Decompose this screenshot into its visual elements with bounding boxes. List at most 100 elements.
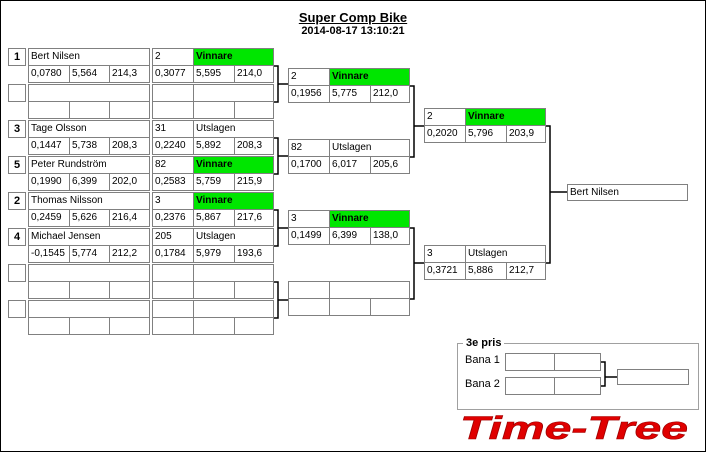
reaction-time[interactable]: 0,2020 — [424, 125, 466, 143]
reaction-time[interactable]: 0,1956 — [288, 85, 330, 103]
elapsed-time[interactable]: 5,775 — [329, 85, 371, 103]
heat-status[interactable] — [329, 281, 410, 299]
trap-speed[interactable]: 203,9 — [506, 125, 546, 143]
elapsed-time[interactable]: 5,738 — [69, 137, 110, 155]
car-number[interactable]: 82 — [152, 156, 194, 174]
car-number[interactable] — [152, 264, 194, 282]
elapsed-time[interactable]: 5,774 — [69, 245, 110, 263]
reaction-time[interactable] — [152, 281, 194, 299]
elapsed-time[interactable] — [193, 281, 235, 299]
car-number[interactable]: 3 — [152, 192, 194, 210]
trap-speed[interactable] — [109, 281, 150, 299]
car-number[interactable]: 2 — [424, 108, 466, 126]
trap-speed[interactable]: 205,6 — [370, 156, 410, 174]
trap-speed[interactable]: 216,4 — [109, 209, 150, 227]
reaction-time[interactable] — [28, 101, 70, 119]
car-number[interactable]: 3 — [288, 210, 330, 228]
reaction-time[interactable] — [28, 281, 70, 299]
entrant-name[interactable] — [28, 84, 150, 102]
elapsed-time[interactable]: 5,564 — [69, 65, 110, 83]
reaction-time[interactable] — [28, 317, 70, 335]
entrant-name[interactable]: Michael Jensen — [28, 228, 150, 246]
car-number[interactable]: 31 — [152, 120, 194, 138]
elapsed-time[interactable]: 5,595 — [193, 65, 235, 83]
trap-speed[interactable] — [234, 317, 274, 335]
reaction-time[interactable]: -0,1545 — [28, 245, 70, 263]
seed-box[interactable] — [8, 264, 26, 282]
trap-speed[interactable]: 212,2 — [109, 245, 150, 263]
heat-status[interactable]: Vinnare — [193, 156, 274, 174]
reaction-time[interactable]: 0,2240 — [152, 137, 194, 155]
elapsed-time[interactable]: 5,759 — [193, 173, 235, 191]
trap-speed[interactable]: 212,7 — [506, 262, 546, 280]
trap-speed[interactable] — [370, 298, 410, 316]
reaction-time[interactable]: 0,3721 — [424, 262, 466, 280]
trap-speed[interactable]: 138,0 — [370, 227, 410, 245]
entrant-name[interactable]: Bert Nilsen — [28, 48, 150, 66]
reaction-time[interactable]: 0,2376 — [152, 209, 194, 227]
trap-speed[interactable]: 193,6 — [234, 245, 274, 263]
elapsed-time[interactable]: 6,017 — [329, 156, 371, 174]
elapsed-time[interactable] — [193, 101, 235, 119]
heat-status[interactable]: Utslagen — [465, 245, 546, 263]
car-number[interactable]: 3 — [424, 245, 466, 263]
heat-status[interactable]: Vinnare — [193, 48, 274, 66]
third-place-winner-field[interactable] — [617, 369, 689, 385]
elapsed-time[interactable]: 5,979 — [193, 245, 235, 263]
reaction-time[interactable]: 0,2583 — [152, 173, 194, 191]
heat-status[interactable]: Utslagen — [329, 139, 410, 157]
trap-speed[interactable]: 208,3 — [234, 137, 274, 155]
elapsed-time[interactable]: 6,399 — [69, 173, 110, 191]
car-number[interactable]: 82 — [288, 139, 330, 157]
entrant-name[interactable] — [28, 264, 150, 282]
reaction-time[interactable] — [152, 317, 194, 335]
heat-status[interactable]: Utslagen — [193, 120, 274, 138]
reaction-time[interactable]: 0,1700 — [288, 156, 330, 174]
trap-speed[interactable] — [109, 317, 150, 335]
reaction-time[interactable]: 0,1499 — [288, 227, 330, 245]
reaction-time[interactable]: 0,1447 — [28, 137, 70, 155]
heat-status[interactable] — [193, 300, 274, 318]
heat-status[interactable]: Vinnare — [193, 192, 274, 210]
car-number[interactable] — [152, 84, 194, 102]
entrant-name[interactable]: Tage Olsson — [28, 120, 150, 138]
trap-speed[interactable]: 208,3 — [109, 137, 150, 155]
reaction-time[interactable]: 0,1784 — [152, 245, 194, 263]
elapsed-time[interactable]: 6,399 — [329, 227, 371, 245]
heat-status[interactable]: Vinnare — [329, 68, 410, 86]
reaction-time[interactable] — [152, 101, 194, 119]
car-number[interactable]: 2 — [288, 68, 330, 86]
entrant-name[interactable]: Thomas Nilsson — [28, 192, 150, 210]
seed-box[interactable]: 1 — [8, 48, 26, 66]
seed-box[interactable]: 5 — [8, 156, 26, 174]
champion-name[interactable]: Bert Nilsen — [567, 184, 688, 201]
trap-speed[interactable]: 217,6 — [234, 209, 274, 227]
trap-speed[interactable]: 212,0 — [370, 85, 410, 103]
elapsed-time[interactable] — [193, 317, 235, 335]
elapsed-time[interactable]: 5,796 — [465, 125, 507, 143]
elapsed-time[interactable] — [69, 317, 110, 335]
seed-box[interactable] — [8, 84, 26, 102]
car-number[interactable]: 2 — [152, 48, 194, 66]
lane1-field[interactable] — [505, 353, 601, 371]
seed-box[interactable]: 2 — [8, 192, 26, 210]
trap-speed[interactable] — [109, 101, 150, 119]
reaction-time[interactable]: 0,3077 — [152, 65, 194, 83]
entrant-name[interactable]: Peter Rundström — [28, 156, 150, 174]
heat-status[interactable]: Utslagen — [193, 228, 274, 246]
heat-status[interactable]: Vinnare — [465, 108, 546, 126]
seed-box[interactable] — [8, 300, 26, 318]
lane2-field[interactable] — [505, 377, 601, 395]
reaction-time[interactable]: 0,2459 — [28, 209, 70, 227]
seed-box[interactable]: 3 — [8, 120, 26, 138]
elapsed-time[interactable]: 5,867 — [193, 209, 235, 227]
trap-speed[interactable] — [234, 281, 274, 299]
heat-status[interactable] — [193, 84, 274, 102]
reaction-time[interactable]: 0,0780 — [28, 65, 70, 83]
heat-status[interactable] — [193, 264, 274, 282]
elapsed-time[interactable] — [69, 101, 110, 119]
reaction-time[interactable]: 0,1990 — [28, 173, 70, 191]
elapsed-time[interactable]: 5,626 — [69, 209, 110, 227]
elapsed-time[interactable] — [329, 298, 371, 316]
car-number[interactable] — [152, 300, 194, 318]
